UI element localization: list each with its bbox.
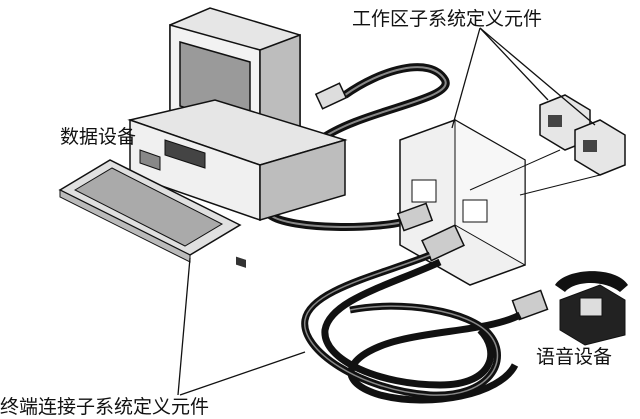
leader-lines [177,27,596,396]
telephone [555,271,628,346]
label-work-area-subsystem: 工作区子系统定义元件 [352,8,543,30]
rj45-plug-wall-2 [421,224,465,262]
label-terminal-connection-subsystem: 终端连接子系统定义元件 [0,396,210,418]
label-data-device: 数据设备 [60,126,137,148]
rj45-plug-wall [396,202,434,232]
label-voice-device: 语音设备 [536,346,613,368]
keyboard [58,159,242,263]
rj11-plug [511,289,549,321]
wall-jack-2 [574,119,626,176]
rj45-plug [314,82,348,110]
system-unit [127,99,348,268]
